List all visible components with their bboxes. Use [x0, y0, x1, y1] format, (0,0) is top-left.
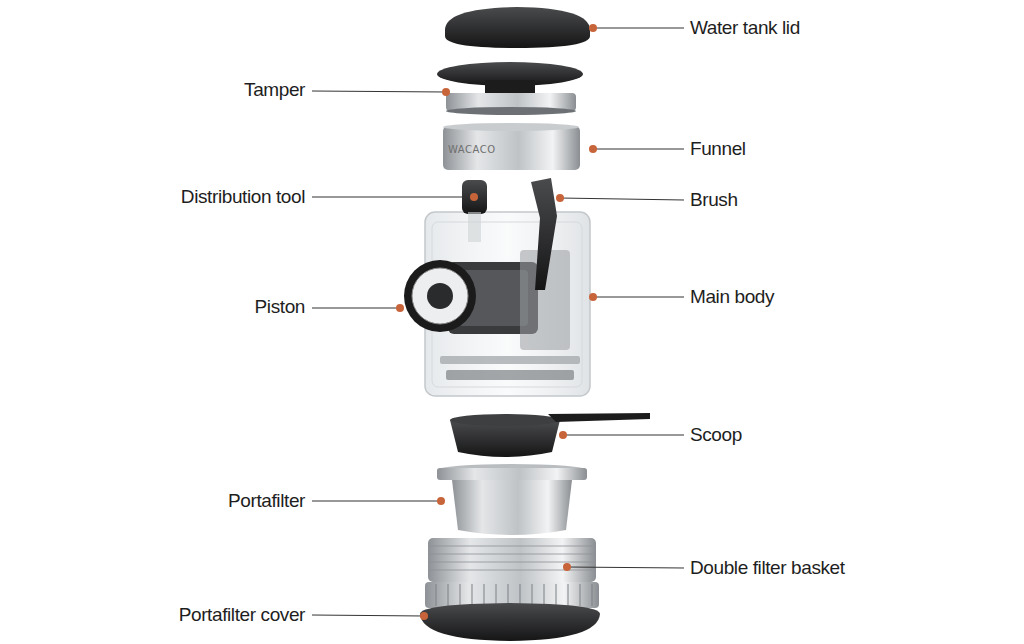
tamper-figure: [437, 62, 583, 115]
leader-lines: [312, 28, 684, 616]
part-label: Portafilter cover: [179, 604, 305, 627]
funnel-figure: [443, 123, 580, 170]
portafilter-figure: [437, 464, 587, 535]
part-label: Water tank lid: [690, 17, 800, 40]
part-label: Piston: [255, 296, 305, 319]
lid-figure: [445, 7, 590, 48]
part-label: Main body: [690, 286, 774, 309]
main-body-figure: [404, 178, 590, 396]
part-label: Brush: [690, 189, 738, 212]
part-label: Funnel: [690, 138, 746, 161]
part-label: Double filter basket: [690, 557, 845, 580]
part-label: Portafilter: [228, 490, 305, 513]
part-label: Tamper: [244, 79, 305, 102]
cover-figure: [420, 603, 600, 641]
part-label: Distribution tool: [181, 186, 305, 209]
brand-mark: WACACO: [448, 144, 496, 155]
basket-figure: [425, 538, 599, 608]
part-label: Scoop: [690, 424, 742, 447]
leader-dots: [396, 24, 597, 620]
